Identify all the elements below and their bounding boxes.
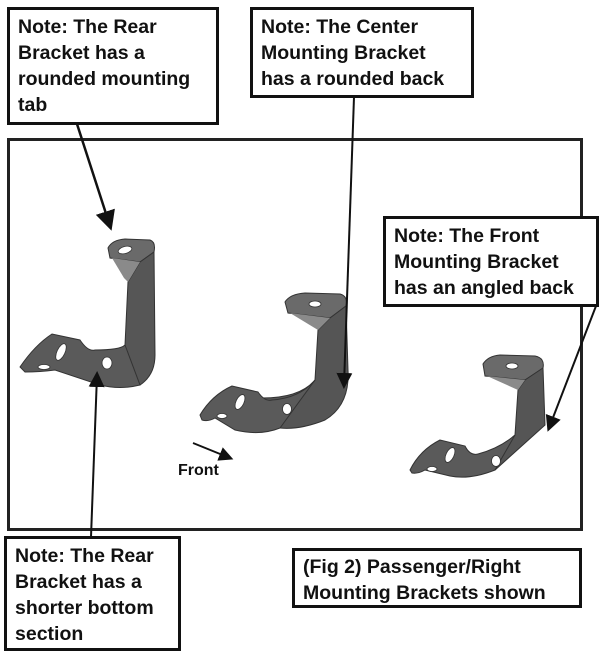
note-line: shorter bottom [15, 597, 154, 619]
note-line: rounded mounting [18, 68, 191, 90]
leader-arrow-front-back [545, 305, 597, 432]
front-direction-label: Front [178, 462, 219, 479]
note-line: Note: The Rear [15, 545, 154, 567]
note-line: Bracket has a [18, 42, 145, 64]
center-bracket [199, 292, 349, 434]
note-line: Mounting Bracket [261, 42, 426, 64]
note-front-back: Note: The Front Mounting Bracket has an … [383, 216, 599, 307]
leader-arrow-center-back [336, 96, 355, 389]
front-direction-arrow [192, 442, 234, 461]
note-line: Note: The Front [394, 225, 540, 247]
note-rear-tab: Note: The Rear Bracket has a rounded mou… [7, 7, 219, 125]
leader-arrow-rear-bottom [88, 371, 105, 538]
front-bracket [409, 354, 546, 478]
figure-caption: (Fig 2) Passenger/Right Mounting Bracket… [292, 548, 582, 608]
note-line: section [15, 623, 84, 645]
note-line: Mounting Bracket [394, 251, 559, 273]
caption-line: (Fig 2) Passenger/Right [303, 556, 521, 578]
note-line: Note: The Center [261, 16, 419, 38]
leader-arrow-rear-tab [75, 123, 115, 231]
note-line: has a rounded back [261, 68, 445, 90]
note-line: tab [18, 94, 48, 116]
note-line: Note: The Rear [18, 16, 157, 38]
note-rear-bottom: Note: The Rear Bracket has a shorter bot… [4, 536, 181, 651]
note-center-back: Note: The Center Mounting Bracket has a … [250, 7, 474, 98]
rear-bracket [19, 238, 156, 388]
figure-frame [7, 138, 583, 531]
note-line: has an angled back [394, 277, 574, 299]
note-line: Bracket has a [15, 571, 142, 593]
caption-line: Mounting Brackets shown [303, 582, 546, 604]
